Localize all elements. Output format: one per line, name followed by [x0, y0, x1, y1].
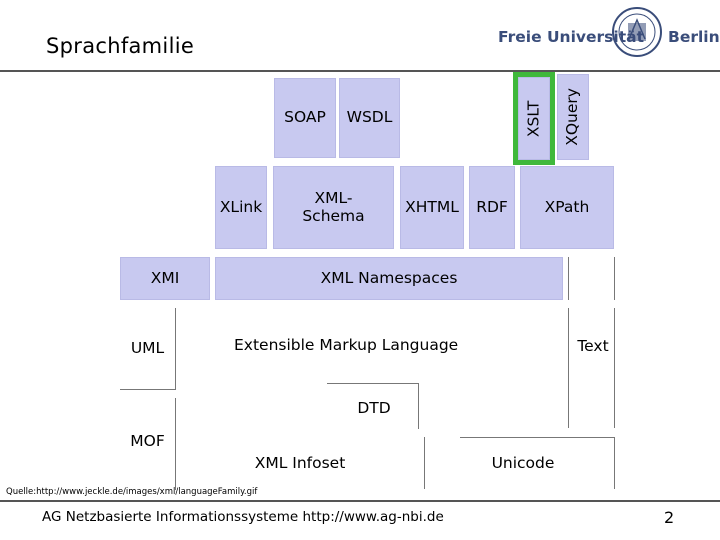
- box-xpath: XPath: [520, 166, 614, 249]
- slide-title: Sprachfamilie: [46, 34, 195, 58]
- divider-line: [568, 308, 569, 428]
- divider-line: [424, 437, 425, 489]
- divider-line: [614, 437, 615, 489]
- label-xml-schema-line2: Schema: [302, 206, 365, 225]
- divider-line: [120, 389, 175, 390]
- box-xml-schema: XML- Schema: [273, 166, 394, 249]
- logo-text-right: Berlin: [668, 28, 720, 46]
- divider-line: [175, 308, 176, 390]
- divider-line: [175, 398, 176, 490]
- page-number: 2: [664, 508, 675, 527]
- header-rule: [0, 70, 720, 72]
- divider-line: [418, 383, 419, 429]
- box-rdf: RDF: [469, 166, 515, 249]
- box-dtd: DTD: [335, 392, 413, 426]
- box-xslt: XSLT: [518, 77, 550, 160]
- footer-text: AG Netzbasierte Informationssysteme http…: [42, 509, 444, 525]
- label-xml-schema-line1: XML-: [314, 188, 353, 207]
- box-xquery: XQuery: [557, 74, 589, 160]
- divider-line: [460, 437, 615, 438]
- footer-rule: [0, 500, 720, 502]
- university-seal-icon: [612, 7, 662, 57]
- logo-text-left: Freie Universität: [498, 28, 644, 46]
- divider-line: [568, 257, 569, 300]
- label-extensible-markup-language: Extensible Markup Language: [234, 336, 459, 354]
- box-xlink: XLink: [215, 166, 267, 249]
- box-mof: MOF: [120, 425, 175, 459]
- box-unicode: Unicode: [460, 447, 586, 481]
- box-text: Text: [570, 330, 616, 364]
- xslt-highlight-frame: [513, 72, 555, 165]
- box-soap: SOAP: [274, 78, 336, 158]
- divider-line: [614, 257, 615, 300]
- label-xquery: XQuery: [563, 88, 582, 146]
- box-xml-infoset: XML Infoset: [180, 447, 420, 481]
- box-xml-namespaces: XML Namespaces: [215, 257, 563, 300]
- box-wsdl: WSDL: [339, 78, 400, 158]
- box-xhtml: XHTML: [400, 166, 464, 249]
- divider-line: [327, 383, 419, 384]
- university-logo: Freie Universität Berlin: [498, 4, 720, 66]
- box-uml: UML: [120, 308, 175, 390]
- divider-line: [614, 308, 615, 428]
- box-xmi: XMI: [120, 257, 210, 300]
- source-citation: Quelle:http://www.jeckle.de/images/xml/l…: [6, 487, 258, 497]
